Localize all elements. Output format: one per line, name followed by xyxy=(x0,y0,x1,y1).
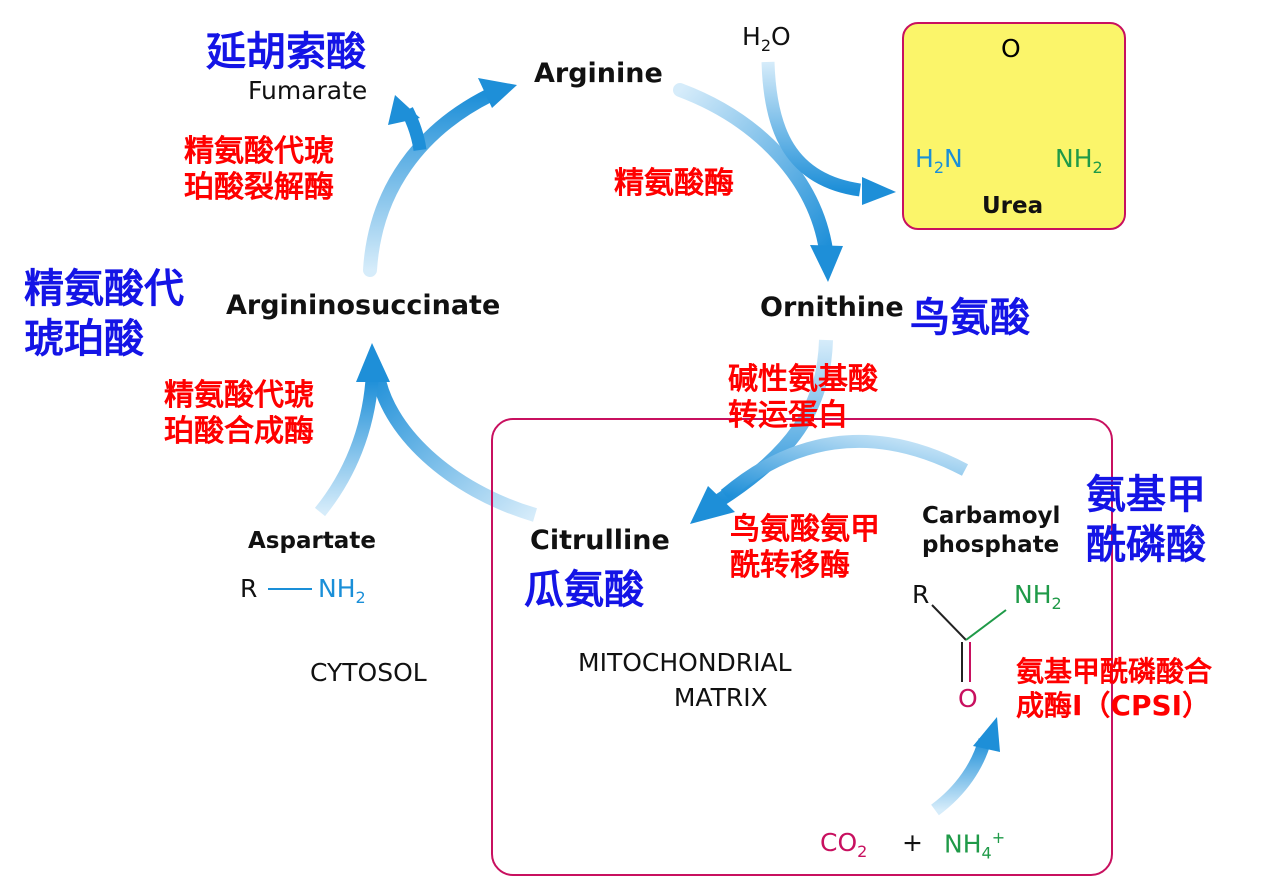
otc-line2: 酰转移酶 xyxy=(730,548,850,583)
ornithine-chinese: 鸟氨酸 xyxy=(910,295,1030,341)
carbamoyl-cn-line1: 氨基甲 xyxy=(1086,472,1206,518)
aspartate-label: Aspartate xyxy=(248,528,376,554)
arrow-co2-to-carbamoyl xyxy=(931,717,1000,816)
co2-sub: 2 xyxy=(857,842,868,861)
carbamoyl-nh2-sub: 2 xyxy=(1051,594,1062,613)
mitochondrial-matrix-box xyxy=(491,418,1113,876)
ammonium-sup: + xyxy=(991,828,1006,847)
citrulline-label: Citrulline xyxy=(530,525,670,556)
fumarate-label: Fumarate xyxy=(248,76,368,105)
argininosuccinate-label: Argininosuccinate xyxy=(226,290,501,321)
ornithine-transcarbamylase-label: 鸟氨酸氨甲 酰转移酶 xyxy=(730,512,880,584)
mito-line2: MATRIX xyxy=(673,683,768,712)
co2-label: CO2 xyxy=(820,830,867,860)
arrow-citrulline-to-argininosuccinate xyxy=(314,343,537,522)
synthetase-line2: 珀酸合成酶 xyxy=(164,414,314,449)
urea-nh2-sub: 2 xyxy=(1092,158,1103,177)
urea-oxygen: O xyxy=(1001,34,1021,63)
transporter-line1: 碱性氨基酸 xyxy=(728,362,878,397)
carbamoyl-oxygen: O xyxy=(958,684,978,713)
carbamoyl-phosphate-label: Carbamoyl phosphate xyxy=(922,502,1060,560)
plus-sign: + xyxy=(902,828,923,857)
carbamoyl-nh2: NH2 xyxy=(1014,582,1062,612)
carbamoyl-phosphate-chinese: 氨基甲 酰磷酸 xyxy=(1086,470,1206,570)
carbamoyl-structure xyxy=(931,604,1007,682)
otc-line1: 鸟氨酸氨甲 xyxy=(730,512,880,547)
carbamoyl-line2: phosphate xyxy=(922,531,1060,558)
urea-nh2-nh: NH xyxy=(1055,144,1093,173)
lyase-line1: 精氨酸代琥 xyxy=(184,134,334,169)
synthetase-line1: 精氨酸代琥 xyxy=(164,378,314,413)
aspartate-nh2-sub: 2 xyxy=(355,588,366,607)
citrulline-chinese: 瓜氨酸 xyxy=(524,567,644,613)
arrow-arginine-to-ornithine xyxy=(673,61,896,282)
cytosol-label: CYTOSOL xyxy=(310,658,427,687)
lyase-line2: 珀酸裂解酶 xyxy=(184,170,334,205)
argininosuccinate-chinese: 精氨酸代 琥珀酸 xyxy=(24,264,184,364)
ammonium-label: NH4+ xyxy=(944,830,1005,861)
cps-line2: 成酶I（CPSI） xyxy=(1016,688,1211,722)
urea-nh2: NH2 xyxy=(1055,146,1103,176)
carbamoyl-r: R xyxy=(912,580,930,609)
urea-h2n-n: N xyxy=(944,144,963,173)
water-sub: 2 xyxy=(760,36,771,55)
water-o: O xyxy=(771,22,791,51)
ammonium-sub: 4 xyxy=(981,843,992,863)
mitochondrial-matrix-label: MITOCHONDRIAL MATRIX xyxy=(578,645,792,715)
cps1-label: 氨基甲酰磷酸合 成酶I（CPSI） xyxy=(1016,655,1212,722)
argininosuccinate-lyase-label: 精氨酸代琥 珀酸裂解酶 xyxy=(184,134,334,206)
ammonium-nh: NH xyxy=(944,829,982,859)
water-h: H xyxy=(742,22,761,51)
water-label: H2O xyxy=(742,24,791,54)
mito-line1: MITOCHONDRIAL xyxy=(578,648,792,677)
ornithine-label: Ornithine xyxy=(760,292,904,323)
arrow-ornithine-to-citrulline xyxy=(690,339,969,524)
urea-label: Urea xyxy=(982,193,1044,219)
carbamoyl-line1: Carbamoyl xyxy=(922,503,1061,529)
basic-amino-acid-transporter-label: 碱性氨基酸 转运蛋白 xyxy=(728,362,878,434)
argininosuccinate-synthetase-label: 精氨酸代琥 珀酸合成酶 xyxy=(164,378,314,450)
transporter-line2: 转运蛋白 xyxy=(728,398,848,433)
carbamoyl-nh2-nh: NH xyxy=(1014,580,1052,609)
urea-h2n-sub: 2 xyxy=(933,158,944,177)
argininosuccinate-cn-line1: 精氨酸代 xyxy=(24,266,184,312)
co2-c: CO xyxy=(820,828,858,857)
aspartate-nh2-nh: NH xyxy=(318,574,356,603)
arginase-label: 精氨酸酶 xyxy=(614,166,734,201)
arrow-argininosuccinate-to-arginine xyxy=(363,78,517,277)
argininosuccinate-cn-line2: 琥珀酸 xyxy=(24,316,144,362)
cps-line1: 氨基甲酰磷酸合 xyxy=(1016,655,1213,688)
aspartate-r: R xyxy=(240,574,258,603)
arginine-label: Arginine xyxy=(534,58,663,89)
fumarate-chinese: 延胡索酸 xyxy=(206,29,366,75)
urea-h2n-h: H xyxy=(915,144,934,173)
urea-product-box xyxy=(902,22,1126,230)
aspartate-nh2: NH2 xyxy=(318,576,366,606)
urea-h2n: H2N xyxy=(915,146,963,176)
carbamoyl-cn-line2: 酰磷酸 xyxy=(1086,522,1206,568)
